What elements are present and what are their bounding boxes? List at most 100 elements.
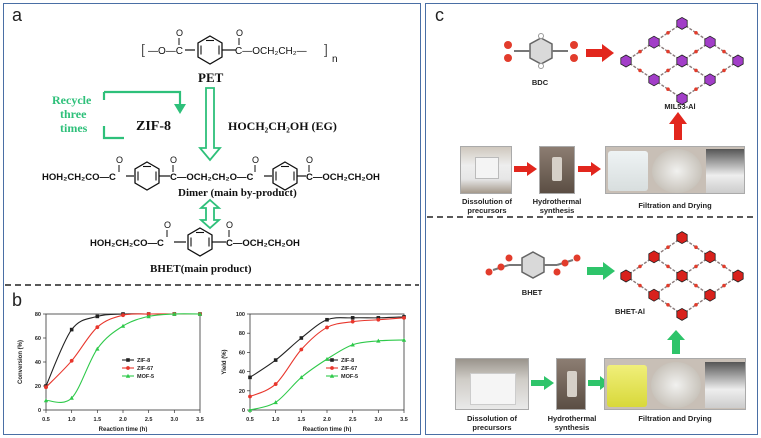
x-axis-label: Reaction time (h) [99,427,148,432]
reaction-arrow-down [198,87,222,162]
pet-carbonyl-o-1: O [176,28,183,38]
data-point [95,325,100,330]
step-dissolution-top: Dissolution of precursors [462,197,512,215]
data-point [273,400,278,405]
metal-node [676,16,688,30]
arrow-right-top-2 [514,162,537,176]
data-point [350,319,355,324]
x-tick-label: 3.0 [171,417,179,423]
y-tick-label: 20 [35,384,41,390]
linker-oxygen [666,68,670,73]
data-point [172,311,177,316]
arrow-right-bottom-3 [588,376,609,390]
data-point [376,338,381,343]
photo-hydrothermal-top [539,146,575,194]
bhet-o-1: O [164,220,171,230]
photo-dissolution-bottom [455,358,529,410]
photo-filtration-bottom [604,358,746,410]
bhet-o-2: O [226,220,233,230]
legend-label: ZIF-67 [137,366,153,372]
bhet-label: BHET(main product) [150,263,252,275]
dimer-left: HOH₂CH₂CO—C [42,172,116,183]
reaction-scheme: [ —O—C O O C—OCH₂CH₂— ] n PET Recycle th… [42,28,380,275]
y-tick-label: 0 [38,408,41,414]
linker-oxygen [638,68,642,73]
legend-marker [126,366,130,370]
metal-node [676,92,688,106]
x-tick-label: 1.0 [272,417,280,423]
panel-label-b: b [12,290,23,310]
series-line-mof-5 [249,339,405,411]
legend-label: MOF-5 [137,374,154,380]
pet-carbonyl-o-2: O [236,28,243,38]
legend-marker [329,373,335,378]
y-tick-label: 80 [35,312,41,318]
data-point [299,336,304,340]
step-filtration-bottom: Filtration and Drying [638,414,712,423]
data-point [376,316,381,320]
metal-node [676,231,688,245]
data-point [299,375,304,380]
photo-dissolution-top [460,146,512,194]
recycle-label-2: three [60,107,87,121]
data-point [350,316,355,320]
x-tick-label: 2.5 [349,417,357,423]
linker-oxygen [694,264,698,269]
metal-node [704,35,716,49]
bhet-right: C—OCH₂CH₂OH [226,238,300,249]
data-point [402,315,406,320]
metal-node [732,54,744,68]
mil53-framework [620,16,744,106]
metal-node [704,288,716,302]
metal-node [704,250,716,264]
arrow-right-bottom [587,262,615,280]
dimer-middle: C—OCH₂CH₂O—C [170,172,254,183]
y-tick-label: 100 [236,312,245,318]
arrow-right-top [586,44,614,62]
metal-node [620,269,632,283]
y-tick-label: 80 [239,331,245,337]
dimer-right: C—OCH₂CH₂OH [306,172,380,183]
divider-ab [5,284,419,286]
legend-marker [125,373,131,378]
data-point [299,347,304,352]
linker-oxygen [694,31,698,35]
data-point [43,398,49,403]
bhet-al-framework [620,231,744,321]
recycle-label-1: Recycle [52,93,92,107]
x-tick-label: 3.0 [375,417,383,423]
linker-oxygen [722,49,726,54]
metal-node [620,54,632,68]
mil53-label: MIL53-Al [664,102,696,111]
step-hydrothermal-top: Hydrothermal synthesis [532,197,582,215]
plot-frame [45,313,201,411]
data-point [401,337,407,342]
linker-oxygen [694,303,698,307]
photo-hydrothermal-bottom [556,358,586,410]
metal-node [676,269,688,283]
metal-node [704,73,716,87]
reagent-label: HOCH₂CH₂OH (EG) [228,119,337,133]
dimer-o-4: O [306,155,313,165]
panel-label-a: a [12,5,23,25]
data-point [146,312,151,316]
linker-oxygen [694,49,698,54]
data-point [120,323,126,328]
arrow-up-top [669,112,687,140]
data-point [197,311,203,316]
y-tick-label: 20 [239,389,245,395]
linker-oxygen [666,49,670,54]
legend-label: MOF-5 [341,374,358,380]
metal-node [676,307,688,321]
bdc-label: BDC [531,78,549,87]
metal-node [648,35,660,49]
data-point [325,317,329,322]
step-hydrothermal-bottom: Hydrothermal synthesis [547,414,597,432]
bhet-molecule [485,251,581,279]
metal-node [648,288,660,302]
data-point [248,394,252,399]
linker-oxygen [722,283,726,288]
y-tick-label: 0 [242,408,245,414]
